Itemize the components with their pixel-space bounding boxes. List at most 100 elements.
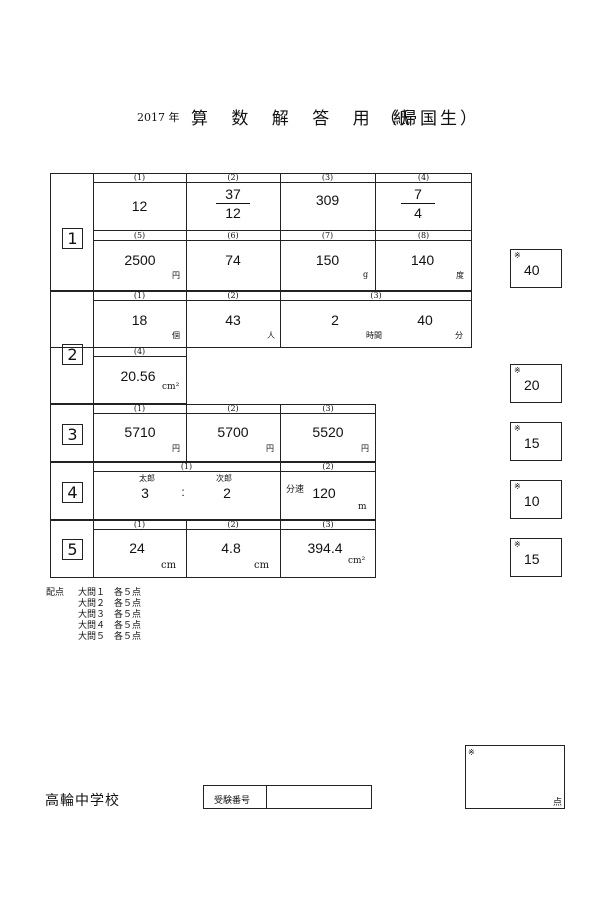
score-mark: ※ xyxy=(514,366,521,375)
section-number-3: 3 xyxy=(62,424,83,445)
question-label: (4) xyxy=(417,173,430,182)
question-label: (2) xyxy=(227,173,239,182)
score-mark: ※ xyxy=(514,540,521,549)
question-label: (8) xyxy=(417,231,430,240)
allocation-line: 大問５ 各５点 xyxy=(78,632,142,642)
answer-unit: cm² xyxy=(348,556,366,566)
section-2-lower-frame xyxy=(50,347,187,404)
speed-prefix: 分速 xyxy=(286,485,305,495)
answer-value: 120 xyxy=(312,485,336,501)
total-score-mark: ※ xyxy=(468,748,475,757)
fraction-numerator: 37 xyxy=(225,186,241,202)
allocation-line: 大問４ 各５点 xyxy=(78,621,142,631)
answer-value: 5520 xyxy=(312,424,344,440)
question-label: (1) xyxy=(180,462,193,471)
score-value: 20 xyxy=(524,377,540,393)
answer-unit-hours: 時間 xyxy=(366,331,382,340)
question-label: (2) xyxy=(227,404,239,413)
question-label: (3) xyxy=(322,404,334,413)
question-label: (2) xyxy=(227,291,239,300)
question-label: (6) xyxy=(227,231,239,240)
section-4-frame xyxy=(50,462,376,520)
question-label: (1) xyxy=(133,173,146,182)
ratio-value-b: 2 xyxy=(223,485,231,501)
answer-value: 4.8 xyxy=(221,540,241,556)
question-label: (2) xyxy=(227,520,239,529)
score-value: 40 xyxy=(524,262,540,278)
answer-unit: g xyxy=(363,270,369,279)
score-value: 15 xyxy=(524,551,540,567)
answer-value: 2500 xyxy=(124,252,156,268)
fraction-answer: 7 4 xyxy=(393,186,443,221)
answer-value: 43 xyxy=(225,312,241,328)
ratio-value-a: 3 xyxy=(141,485,149,501)
answer-unit: cm xyxy=(161,560,177,571)
page-subtitle: （帰国生） xyxy=(380,109,480,129)
answer-value: 394.4 xyxy=(307,540,343,556)
score-mark: ※ xyxy=(514,424,521,433)
score-box-3: ※ 15 xyxy=(510,422,562,461)
question-label: (1) xyxy=(133,404,146,413)
section-5-frame xyxy=(50,520,376,578)
section-number-4: 4 xyxy=(62,482,83,503)
exam-number-label: 受験番号 xyxy=(214,796,251,806)
answer-unit: 度 xyxy=(456,271,464,280)
question-label: (4) xyxy=(133,347,146,356)
question-label: (1) xyxy=(133,291,146,300)
exam-number-field[interactable] xyxy=(270,789,368,805)
page-title: 算 数 解 答 用 紙 xyxy=(191,109,420,129)
section-number-5: 5 xyxy=(62,539,83,560)
fraction-denominator: 12 xyxy=(225,205,241,221)
answer-unit: 円 xyxy=(172,444,180,453)
answer-unit: 円 xyxy=(361,444,369,453)
name-label-a: 太郎 xyxy=(139,474,155,483)
total-score-box xyxy=(465,745,565,809)
question-label: (3) xyxy=(322,520,334,529)
answer-value: 140 xyxy=(410,252,435,268)
section-number-1: 1 xyxy=(62,228,83,249)
section-3-frame xyxy=(50,404,376,462)
answer-value: 5710 xyxy=(124,424,156,440)
question-label: (2) xyxy=(322,462,334,471)
section-2-frame xyxy=(50,291,472,348)
exam-number-box xyxy=(203,785,372,809)
answer-value: 18 xyxy=(131,312,148,328)
section-number-2: 2 xyxy=(62,344,83,365)
answer-hours: 2 xyxy=(331,312,339,328)
question-label: (5) xyxy=(133,231,146,240)
score-box-1: ※ 40 xyxy=(510,249,562,288)
question-label: (3) xyxy=(370,291,382,300)
score-mark: ※ xyxy=(514,482,521,491)
score-mark: ※ xyxy=(514,251,521,260)
answer-unit: cm xyxy=(254,560,270,571)
answer-minutes: 40 xyxy=(417,312,433,328)
answer-unit: 円 xyxy=(266,444,274,453)
allocation-line: 大問３ 各５点 xyxy=(78,610,142,620)
score-value: 15 xyxy=(524,435,540,451)
answer-value: 150 xyxy=(315,252,340,268)
answer-unit: 個 xyxy=(172,331,180,340)
section-1-frame xyxy=(50,173,472,291)
exam-year: 2017 年 xyxy=(137,111,180,124)
answer-unit: m xyxy=(358,502,367,512)
name-label-b: 次郎 xyxy=(216,474,232,483)
ratio-separator: : xyxy=(181,485,185,499)
answer-unit: cm² xyxy=(162,382,180,392)
answer-value: 309 xyxy=(315,192,340,208)
allocation-line: 大問２ 各５点 xyxy=(78,599,142,609)
answer-value: 20.56 xyxy=(120,368,156,384)
allocation-label: 配点 xyxy=(46,588,65,598)
answer-value: 74 xyxy=(225,252,241,268)
allocation-line: 大問１ 各５点 xyxy=(78,588,142,598)
question-label: (7) xyxy=(321,231,334,240)
total-score-unit: 点 xyxy=(553,798,563,808)
answer-unit: 人 xyxy=(267,331,275,340)
answer-unit-minutes: 分 xyxy=(455,331,463,340)
answer-value: 12 xyxy=(131,198,148,214)
answer-unit: 円 xyxy=(172,271,180,280)
fraction-answer: 37 12 xyxy=(208,186,258,221)
score-box-5: ※ 15 xyxy=(510,538,562,577)
school-name: 高輪中学校 xyxy=(45,793,120,809)
question-label: (3) xyxy=(321,173,334,182)
answer-value: 5700 xyxy=(217,424,249,440)
